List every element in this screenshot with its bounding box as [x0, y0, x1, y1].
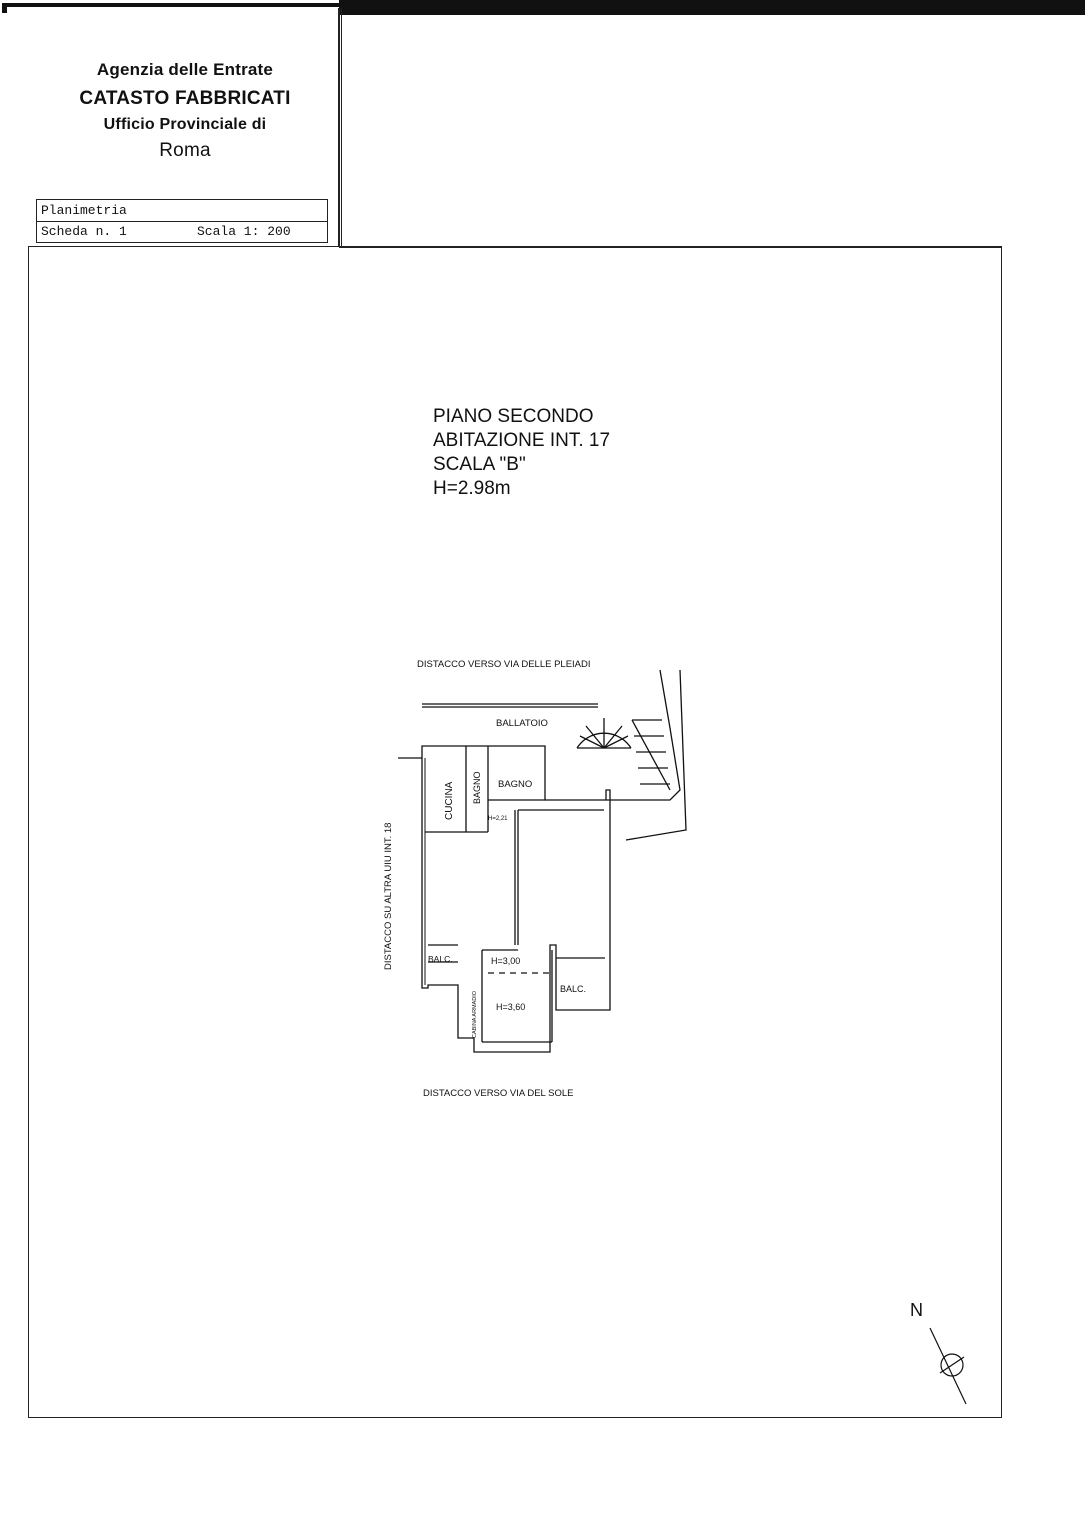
city-name: Roma — [159, 140, 211, 161]
top-left-mark — [2, 3, 7, 13]
label-bottom-distance: DISTACCO VERSO VIA DEL SOLE — [423, 1088, 573, 1099]
top-black-bar — [339, 0, 1085, 15]
label-top-distance: DISTACCO VERSO VIA DELLE PLEIADI — [417, 659, 591, 670]
room-ballatoio: BALLATOIO — [496, 718, 548, 729]
floor-plan: DISTACCO VERSO VIA DELLE PLEIADI BALLATO… — [383, 659, 687, 1099]
room-bagno: BAGNO — [498, 779, 532, 790]
height-label: H=2.98m — [433, 478, 511, 499]
unit-label: ABITAZIONE INT. 17 — [433, 430, 611, 451]
frame-top-right — [339, 246, 1002, 248]
room-balc-left: BALC. — [428, 954, 453, 964]
room-bagno-small: BAGNO — [472, 771, 482, 804]
room-cucina: CUCINA — [444, 781, 455, 820]
height-3-60: H=3,60 — [496, 1002, 525, 1012]
top-left-bar — [2, 3, 339, 7]
label-left-distance: DISTACCO SU ALTRA UIU INT. 18 — [383, 823, 394, 970]
room-cabina-armadio: CABINA ARMADIO — [472, 990, 478, 1038]
office-header: Agenzia delle Entrate CATASTO FABBRICATI… — [40, 60, 330, 162]
north-arrow-icon — [929, 1327, 967, 1405]
sheet-number: Scheda n. 1 — [41, 224, 127, 239]
header-divider — [338, 8, 340, 246]
height-2-21: H=2,21 — [488, 816, 508, 822]
catasto-title: CATASTO FABBRICATI — [79, 88, 291, 109]
height-3-00: H=3,00 — [491, 956, 520, 966]
room-balc-right: BALC. — [560, 984, 586, 994]
sheet-info-box: Planimetria Scheda n. 1 Scala 1: 200 — [36, 199, 328, 243]
header-divider-inner — [341, 8, 342, 246]
sheet-row: Scheda n. 1 Scala 1: 200 — [37, 222, 327, 242]
plan-title: PIANO SECONDO ABITAZIONE INT. 17 SCALA "… — [433, 405, 610, 501]
floor-label: PIANO SECONDO — [433, 406, 594, 427]
agency-name: Agenzia delle Entrate — [96, 60, 274, 79]
staircase-label: SCALA "B" — [433, 454, 526, 475]
office-name: Ufficio Provinciale di — [103, 116, 267, 133]
doc-type: Planimetria — [37, 200, 327, 222]
scale-label: Scala 1: 200 — [197, 224, 291, 239]
north-label: N — [910, 1300, 923, 1320]
